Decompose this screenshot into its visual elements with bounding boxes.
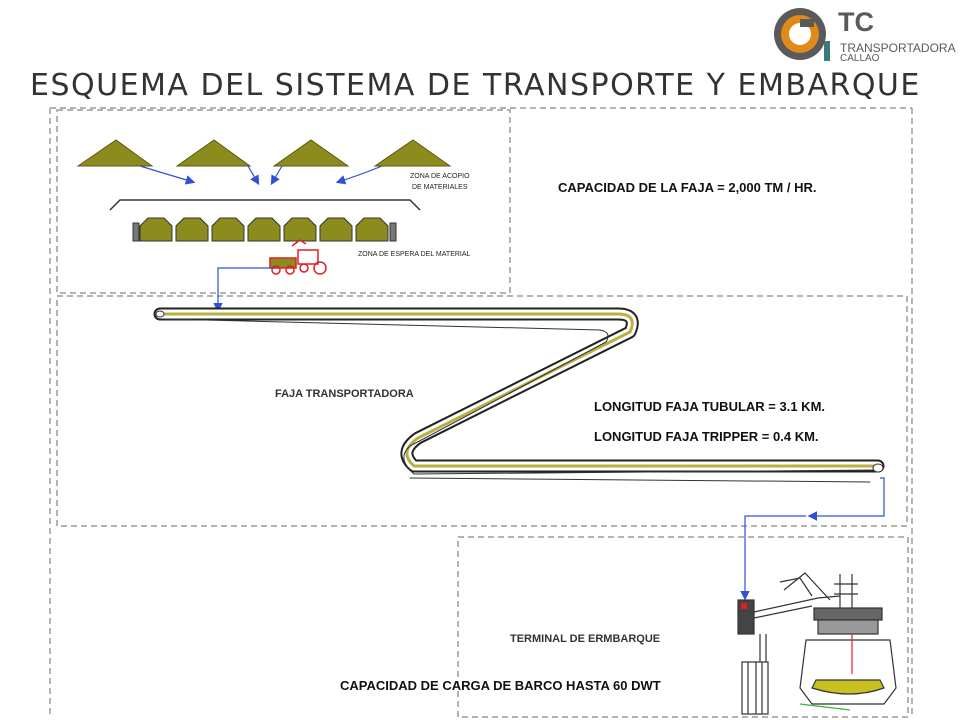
waiting-bins xyxy=(132,217,397,242)
zone-acopio-label: ZONA DE ACOPIO DE MATERIALES xyxy=(410,172,470,193)
zone-terminal-label: TERMINAL DE ERMBARQUE xyxy=(510,633,661,645)
zone-faja-box xyxy=(56,295,908,527)
pile-flow-arrows xyxy=(139,165,383,186)
stockpile-3 xyxy=(272,139,350,167)
zone-faja-label: FAJA TRANSPORTADORA xyxy=(275,388,414,400)
capacidad-faja-text: CAPACIDAD DE LA FAJA = 2,000 TM / HR. xyxy=(558,180,817,195)
capacidad-barco-text: CAPACIDAD DE CARGA DE BARCO HASTA 60 DWT xyxy=(340,678,661,693)
ship-hull xyxy=(799,574,897,711)
logo-icon xyxy=(774,8,830,61)
flow-to-conveyor xyxy=(213,267,275,313)
collection-bracket xyxy=(109,199,421,211)
stockpile-4 xyxy=(373,139,452,167)
flow-to-terminal xyxy=(807,477,885,521)
stockpile-group xyxy=(76,139,452,167)
logo-mark: TC xyxy=(838,7,874,37)
zone-acopio-line2: DE MATERIALES xyxy=(412,183,468,191)
stockpile-2 xyxy=(175,139,252,167)
flow-to-shiploader xyxy=(740,515,806,601)
longitud-tubular-text: LONGITUD FAJA TUBULAR = 3.1 KM. xyxy=(594,399,826,414)
zone-acopio-box xyxy=(56,109,511,294)
ship-loader xyxy=(737,572,841,715)
zone-espera-label: ZONA DE ESPERA DEL MATERIAL xyxy=(358,251,471,258)
longitud-tripper-text: LONGITUD FAJA TRIPPER = 0.4 KM. xyxy=(594,429,819,444)
diagram-frame xyxy=(49,107,913,718)
page-title: ESQUEMA DEL SISTEMA DE TRANSPORTE Y EMBA… xyxy=(30,68,921,103)
zone-terminal-box xyxy=(457,536,909,718)
logo-line1: TRANSPORTADORA xyxy=(840,41,956,55)
stockpile-1 xyxy=(76,139,154,167)
logo-line2: CALLAO xyxy=(840,53,880,64)
company-logo: TC TRANSPORTADORA CALLAO xyxy=(768,3,958,65)
loader-vehicle xyxy=(269,239,327,275)
conveyor-belt xyxy=(153,307,885,483)
zone-acopio-line1: ZONA DE ACOPIO xyxy=(410,173,470,180)
